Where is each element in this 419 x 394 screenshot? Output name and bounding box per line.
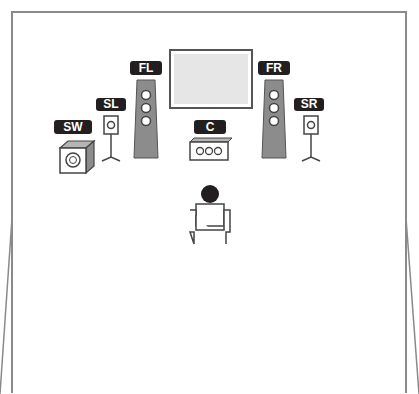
speaker-label: SR	[294, 98, 324, 111]
speaker-label-text: SW	[63, 120, 82, 134]
speaker-label-text: SL	[103, 97, 118, 111]
speaker-label: SW	[54, 120, 92, 134]
speaker-label-text: C	[206, 120, 215, 134]
speaker-label-text: FR	[266, 61, 282, 75]
speaker-label: FR	[258, 61, 290, 75]
speaker-label: FL	[130, 61, 162, 75]
speaker-label: SL	[96, 98, 126, 111]
speaker-label: C	[194, 120, 226, 134]
speaker-label-text: SR	[301, 97, 318, 111]
speaker-label-text: FL	[139, 61, 154, 75]
